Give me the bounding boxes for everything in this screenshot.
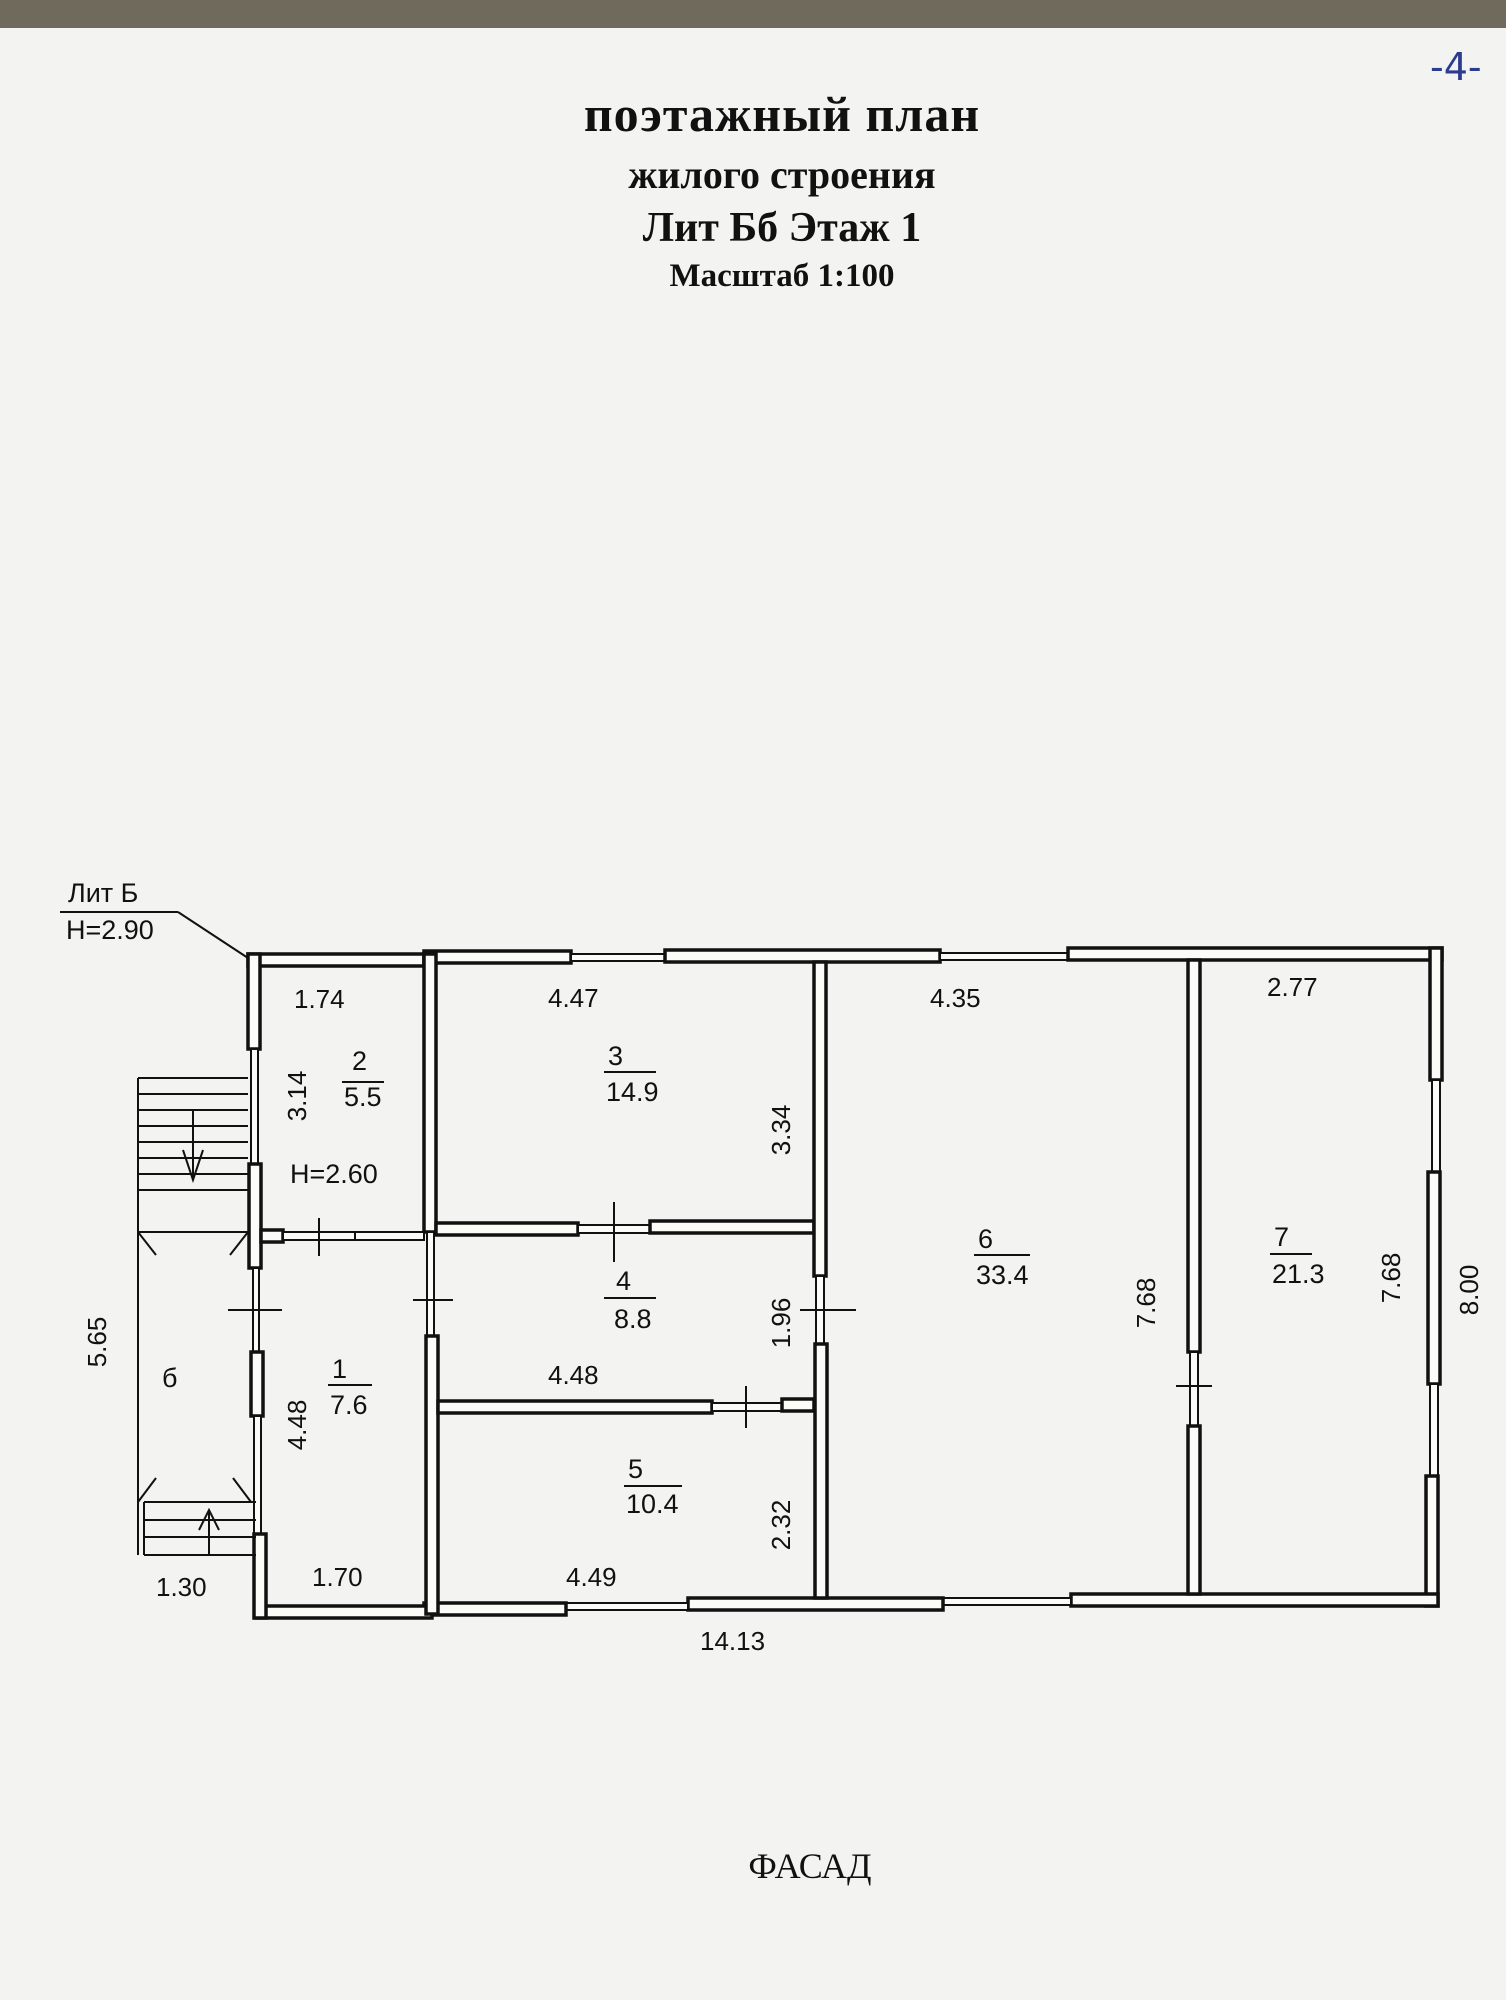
dim-porch-height: 5.65 [82, 1317, 112, 1368]
window-room2-left [250, 1048, 259, 1165]
wall-room3-room4-left [434, 1221, 580, 1237]
window-room7-right-2 [1429, 1383, 1439, 1477]
wall-room5-room6 [813, 1342, 829, 1600]
wall-top-right [1066, 946, 1444, 962]
window-room1-left [253, 1415, 262, 1535]
room-7-area: 21.3 [1272, 1259, 1325, 1289]
room-3-area: 14.9 [606, 1077, 659, 1107]
room-4-number: 4 [616, 1266, 631, 1296]
room-5-area: 10.4 [626, 1489, 679, 1519]
wall-right-mid [1426, 1170, 1442, 1386]
room-fraction-bars [328, 1071, 1312, 1487]
dim-room3-width: 4.47 [548, 983, 599, 1013]
wall-top-room3-right [663, 948, 942, 964]
room-2-area: 5.5 [344, 1082, 382, 1112]
wall-right-bottom [1424, 1474, 1440, 1608]
dim-room1-width: 1.70 [312, 1562, 363, 1592]
dim-room2-height: 3.14 [282, 1071, 312, 1122]
window-room6-bottom [942, 1597, 1072, 1606]
room-1-area: 7.6 [330, 1390, 368, 1420]
wall-top-room3-left [422, 949, 573, 965]
wall-room1-room5 [424, 1334, 440, 1616]
page-number: -4- [1430, 45, 1482, 89]
outer-label-leader [177, 911, 249, 959]
dim-room4-height: 1.96 [766, 1298, 796, 1349]
dim-overall-height: 8.00 [1454, 1265, 1484, 1316]
room-1-number: 1 [332, 1354, 347, 1384]
dim-overall-width: 14.13 [700, 1626, 765, 1656]
dim-room7-width: 2.77 [1267, 972, 1318, 1002]
room-7-number: 7 [1274, 1222, 1289, 1252]
dim-room6-width: 4.35 [930, 983, 981, 1013]
scale-label: Масштаб 1:100 [669, 258, 895, 294]
wall-bottom-room5 [422, 1601, 568, 1617]
porch-stairs [137, 1077, 256, 1556]
wall-room3-room6 [812, 960, 828, 1278]
dim-room4-width: 4.48 [548, 1360, 599, 1390]
plan-title: поэтажный план [583, 86, 981, 142]
wall-bottom-room1 [254, 1604, 434, 1620]
doorway-room6-room7 [1189, 1351, 1199, 1427]
inner-height-label: H=2.60 [290, 1159, 378, 1189]
doorway-room1-room4 [426, 1231, 435, 1337]
wall-room4-room5-right [780, 1397, 816, 1413]
room-4-area: 8.8 [614, 1304, 652, 1334]
room-6-area: 33.4 [976, 1260, 1029, 1290]
window-room5 [565, 1602, 689, 1611]
dim-room7-height: 7.68 [1376, 1253, 1406, 1304]
window-room3 [570, 953, 666, 962]
door-marks [228, 1202, 1212, 1428]
wall-room6-room7-upper [1186, 958, 1202, 1354]
wall-left-top [246, 952, 262, 1051]
outer-label-height: H=2.90 [66, 915, 154, 945]
window-room6-top [939, 952, 1069, 961]
dim-room3-height: 3.34 [766, 1105, 796, 1156]
dim-room5-width: 4.49 [566, 1562, 617, 1592]
room-2-number: 2 [352, 1046, 367, 1076]
wall-room2-bottom-left [259, 1228, 285, 1244]
wall-room4-room5-left [436, 1399, 714, 1415]
room-6-number: 6 [978, 1224, 993, 1254]
wall-bottom-right [1069, 1592, 1440, 1608]
dim-room2-width: 1.74 [294, 984, 345, 1014]
wall-bottom-mid [686, 1596, 945, 1612]
wall-room6-room7-lower [1186, 1424, 1202, 1596]
dim-room5-height: 2.32 [766, 1500, 796, 1551]
room-5-number: 5 [628, 1454, 643, 1484]
dim-room6-height: 7.68 [1131, 1278, 1161, 1329]
building-floor-label: Лит Бб Этаж 1 [642, 205, 922, 251]
wall-left-lower [249, 1350, 265, 1418]
outer-label-name: Лит Б [68, 878, 138, 908]
porch-label: б [162, 1363, 177, 1393]
room-3-number: 3 [608, 1041, 623, 1071]
dim-porch-width: 1.30 [156, 1572, 207, 1602]
facade-label: ФАСАД [748, 1846, 872, 1886]
wall-right-top [1428, 946, 1444, 1082]
plan-subtitle: жилого строения [628, 152, 936, 197]
window-room7-right-1 [1431, 1079, 1441, 1173]
dim-room1-height: 4.48 [282, 1400, 312, 1451]
wall-left-bottom [252, 1532, 268, 1620]
wall-left-mid [247, 1162, 263, 1270]
wall-top-room2 [246, 952, 426, 968]
partition-room2-room1-right [354, 1231, 425, 1241]
wall-room3-room4-right [648, 1219, 816, 1235]
wall-room2-room3-upper [422, 952, 438, 1234]
